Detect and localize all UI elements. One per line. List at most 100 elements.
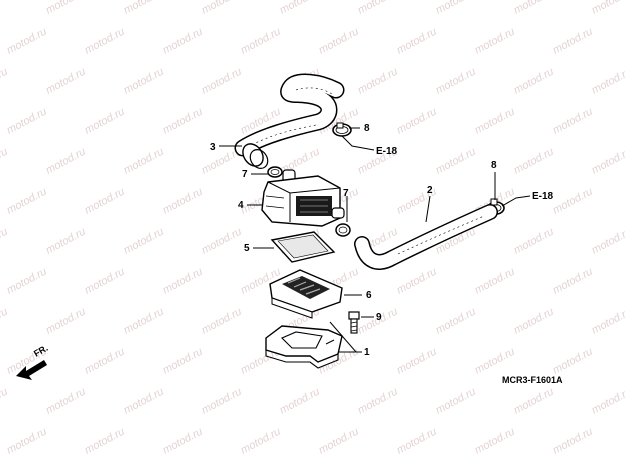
part-8-clamp-upper [332, 122, 352, 137]
watermark: motod.ru [239, 426, 283, 457]
watermark: motod.ru [44, 306, 88, 337]
watermark: motod.ru [512, 0, 556, 17]
watermark: motod.ru [200, 306, 244, 337]
watermark: motod.ru [590, 66, 625, 97]
watermark: motod.ru [434, 386, 478, 417]
watermark: motod.ru [395, 266, 439, 297]
watermark: motod.ru [5, 266, 49, 297]
watermark: motod.ru [512, 66, 556, 97]
callout-8-right: 8 [491, 160, 497, 171]
watermark-layer: motod.ru motod.ru motod.ru motod.ru motod.ru… [0, 0, 625, 457]
watermark: motod.ru [83, 106, 127, 137]
watermark: motod.ru [5, 26, 49, 57]
watermark: motod.ru [395, 426, 439, 457]
watermark: motod.ru [0, 146, 10, 177]
watermark: motod.ru [278, 386, 322, 417]
watermark: motod.ru [512, 226, 556, 257]
part-9-bolt [348, 311, 360, 334]
leader-lines [219, 127, 531, 353]
watermark: motod.ru [161, 426, 205, 457]
watermark: motod.ru [317, 426, 361, 457]
watermark: motod.ru [317, 26, 361, 57]
watermark: motod.ru [5, 106, 49, 137]
callout-7-upper: 7 [242, 169, 248, 180]
callout-3: 3 [210, 142, 216, 153]
part-5-gasket [270, 231, 336, 263]
watermark: motod.ru [83, 346, 127, 377]
watermark: motod.ru [122, 66, 166, 97]
watermark: motod.ru [239, 26, 283, 57]
watermark: motod.ru [0, 66, 10, 97]
watermark: motod.ru [551, 266, 595, 297]
watermark: motod.ru [434, 306, 478, 337]
watermark: motod.ru [434, 66, 478, 97]
watermark: motod.ru [83, 266, 127, 297]
watermark: motod.ru [122, 386, 166, 417]
diagram-code: MCR3-F1601A [502, 375, 563, 385]
callout-7-lower: 7 [343, 188, 349, 199]
watermark: motod.ru [434, 0, 478, 17]
watermark: motod.ru [395, 346, 439, 377]
watermark: motod.ru [0, 226, 10, 257]
part-6-reed-cover [269, 269, 343, 319]
callout-4: 4 [238, 200, 244, 211]
watermark: motod.ru [122, 226, 166, 257]
watermark: motod.ru [161, 266, 205, 297]
callout-9: 9 [376, 312, 382, 323]
part-1-bracket [265, 325, 343, 369]
watermark: motod.ru [200, 0, 244, 17]
watermark: motod.ru [512, 146, 556, 177]
part-2-hose [354, 204, 498, 270]
callout-8-upper: 8 [364, 123, 370, 134]
ref-e18-upper: E-18 [376, 146, 398, 157]
watermark: motod.ru [590, 0, 625, 17]
watermark: motod.ru [590, 306, 625, 337]
watermark: motod.ru [200, 386, 244, 417]
watermark: motod.ru [590, 226, 625, 257]
watermark: motod.ru [512, 306, 556, 337]
watermark: motod.ru [161, 26, 205, 57]
callout-2: 2 [427, 185, 433, 196]
watermark: motod.ru [395, 106, 439, 137]
watermark: motod.ru [551, 26, 595, 57]
watermark: motod.ru [83, 186, 127, 217]
part-4-valve [261, 169, 345, 227]
watermark: motod.ru [5, 426, 49, 457]
watermark: motod.ru [590, 146, 625, 177]
watermark: motod.ru [44, 146, 88, 177]
watermark: motod.ru [44, 386, 88, 417]
watermark: motod.ru [512, 386, 556, 417]
watermark: motod.ru [551, 186, 595, 217]
watermark: motod.ru [161, 346, 205, 377]
watermark: motod.ru [551, 346, 595, 377]
watermark: motod.ru [200, 66, 244, 97]
watermark: motod.ru [356, 0, 400, 17]
watermark: motod.ru [278, 0, 322, 17]
watermark: motod.ru [83, 26, 127, 57]
watermark: motod.ru [395, 26, 439, 57]
front-arrow-icon [16, 360, 47, 380]
watermark: motod.ru [473, 346, 517, 377]
watermark: motod.ru [434, 146, 478, 177]
watermark: motod.ru [122, 306, 166, 337]
watermark: motod.ru [0, 0, 10, 17]
watermark: motod.ru [356, 386, 400, 417]
watermark: motod.ru [161, 106, 205, 137]
callout-1: 1 [364, 347, 370, 358]
watermark: motod.ru [44, 0, 88, 17]
watermark: motod.ru [356, 66, 400, 97]
watermark: motod.ru [590, 386, 625, 417]
watermark: motod.ru [5, 186, 49, 217]
watermark: motod.ru [473, 26, 517, 57]
watermark: motod.ru [473, 266, 517, 297]
watermark: motod.ru [44, 226, 88, 257]
ref-e18-right: E-18 [532, 191, 554, 202]
watermark: motod.ru [0, 386, 10, 417]
watermark: motod.ru [200, 226, 244, 257]
watermark: motod.ru [44, 66, 88, 97]
callout-6: 6 [366, 290, 372, 301]
watermark: motod.ru [122, 146, 166, 177]
part-7-clamp-upper [267, 166, 283, 178]
